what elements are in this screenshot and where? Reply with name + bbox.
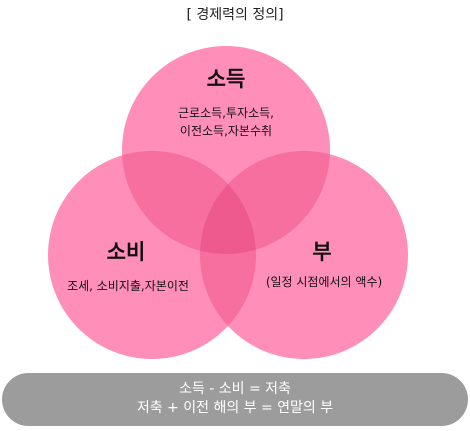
income-desc-line2: 이전소득,자본수취	[180, 124, 272, 138]
equation-line-1: 소득 - 소비 = 저축	[179, 381, 291, 397]
overlap-income-wealth	[200, 151, 330, 254]
consumption-desc: 조세, 소비지출,자본이전	[67, 279, 189, 293]
equation-line-2: 저축 + 이전 해의 부 = 연말의 부	[136, 400, 334, 416]
equation-bar: 소득 - 소비 = 저축 저축 + 이전 해의 부 = 연말의 부	[2, 373, 468, 426]
wealth-desc: (일정 시점에서의 액수)	[266, 275, 382, 289]
overlap-income-consumption	[122, 151, 256, 254]
page-title: [ 경제력의 정의]	[186, 7, 284, 23]
income-title: 소득	[207, 67, 246, 91]
income-desc-line1: 근로소득,투자소득,	[178, 106, 274, 120]
consumption-title: 소비	[107, 240, 146, 264]
wealth-title: 부	[312, 240, 331, 264]
